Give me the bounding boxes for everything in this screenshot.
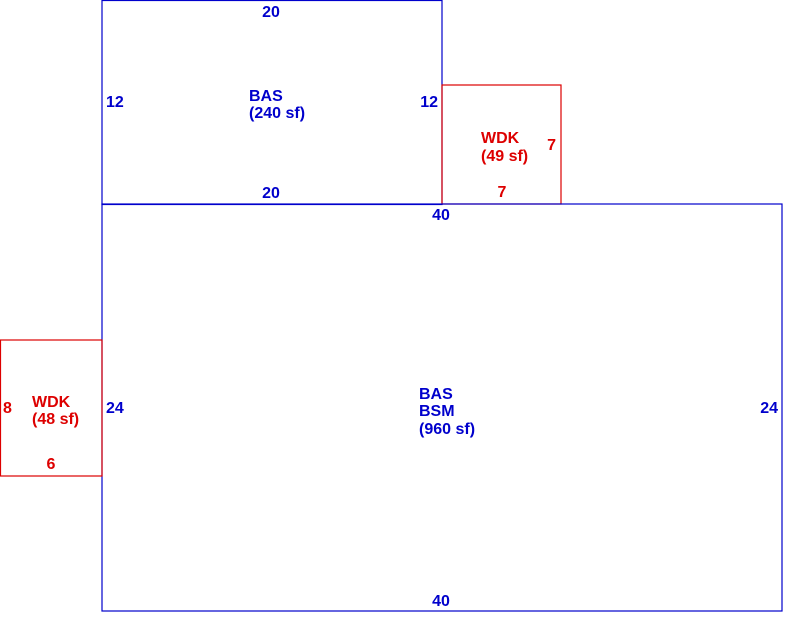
wdk-right-dim-right: 7 [547,137,556,154]
wdk-right-area: WDK (49 sf) 7 7 [441,84,562,205]
main-bas-dim-top: 40 [432,207,450,224]
main-bas-dim-left: 24 [106,400,124,417]
main-bas-code: BAS [419,386,453,403]
wdk-left-dim-bottom: 6 [47,456,56,473]
wdk-left-outline [0,339,103,477]
wdk-right-dim-bottom: 7 [498,184,507,201]
wdk-right-code: WDK [481,130,520,147]
upper-bas-dim-top: 20 [262,4,280,21]
upper-bas-area: BAS (240 sf) 20 20 12 12 [101,0,443,206]
main-bas-area-label: (960 sf) [419,421,475,438]
wdk-left-area: WDK (48 sf) 8 6 [0,339,103,477]
main-bas-dim-bottom: 40 [432,593,450,610]
wdk-right-area-label: (49 sf) [481,148,528,165]
main-bas-dim-right: 24 [760,400,778,417]
upper-bas-code: BAS [249,88,283,105]
main-bsm-code: BSM [419,403,455,420]
upper-bas-area-label: (240 sf) [249,105,305,122]
upper-bas-dim-right: 12 [420,94,438,111]
wdk-left-dim-left: 8 [3,400,12,417]
upper-bas-dim-bottom: 20 [262,185,280,202]
wdk-left-code: WDK [32,394,71,411]
wdk-left-area-label: (48 sf) [32,411,79,428]
upper-bas-dim-left: 12 [106,94,124,111]
main-bas-area: BAS BSM (960 sf) 40 40 24 24 [101,203,783,612]
